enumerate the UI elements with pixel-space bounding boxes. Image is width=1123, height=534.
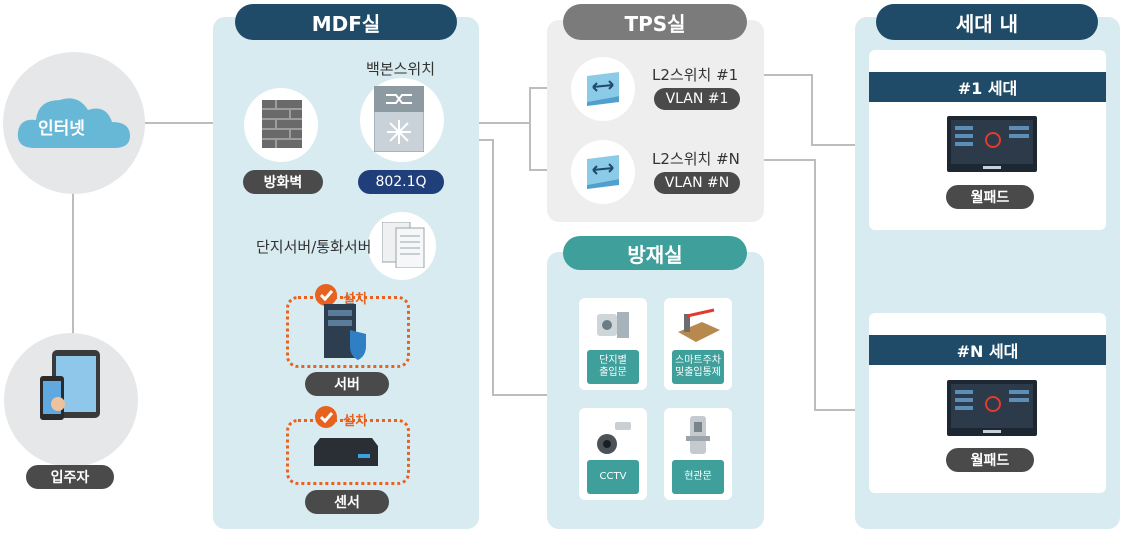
server-icon bbox=[322, 304, 368, 364]
cloud-icon bbox=[14, 90, 134, 156]
firewall-icon bbox=[262, 100, 302, 152]
disaster-tile-label: 단지별 출입문 bbox=[587, 350, 639, 384]
switch-arrows-icon bbox=[583, 153, 623, 193]
resident-label: 입주자 bbox=[26, 465, 114, 489]
tps-title: TPS실 bbox=[563, 4, 747, 40]
install-label: 설치 bbox=[343, 414, 367, 429]
disaster-room-title: 방재실 bbox=[563, 236, 747, 270]
firewall-label: 방화벽 bbox=[243, 170, 323, 194]
tablet-icon bbox=[38, 348, 108, 432]
sensor-device-icon bbox=[314, 438, 378, 472]
wallpad-n-label: 월패드 bbox=[946, 448, 1034, 472]
switch-arrows-icon bbox=[583, 70, 623, 110]
protocol-label: 802.1Q bbox=[358, 170, 444, 194]
gear-check-icon bbox=[313, 282, 339, 312]
disaster-tile-label: 스마트주차 및출입통제 bbox=[672, 350, 724, 384]
l2-switch-1-label: L2스위치 #1 bbox=[652, 66, 739, 84]
server-rack-icon bbox=[381, 221, 426, 272]
unit-1-title: #1 세대 bbox=[869, 72, 1106, 102]
wallpad-1-label: 월패드 bbox=[946, 185, 1034, 209]
wallpad-screen-icon bbox=[947, 380, 1037, 440]
disaster-tile-label: 현관문 bbox=[672, 460, 724, 494]
vlan-n-label: VLAN #N bbox=[654, 172, 740, 194]
complex-server-label: 단지서버/통화서버 bbox=[256, 238, 372, 256]
mdf-title: MDF실 bbox=[235, 4, 457, 40]
door-lock-icon bbox=[597, 312, 629, 338]
internet-label: 인터넷 bbox=[38, 119, 85, 139]
sensor-install-box bbox=[286, 419, 410, 485]
sensor-label: 센서 bbox=[305, 490, 389, 514]
cctv-icon bbox=[597, 422, 631, 454]
vlan-1-label: VLAN #1 bbox=[654, 88, 740, 110]
install-label: 설치 bbox=[343, 292, 367, 307]
parking-gate-icon bbox=[678, 308, 720, 342]
backbone-switch-label: 백본스위치 bbox=[366, 60, 436, 78]
disaster-tile: 단지별 출입문 bbox=[579, 298, 647, 390]
household-title: 세대 내 bbox=[876, 4, 1098, 40]
backbone-switch-icon bbox=[373, 85, 425, 156]
server-install-box bbox=[286, 296, 410, 368]
disaster-tile: 스마트주차 및출입통제 bbox=[664, 298, 732, 390]
disaster-tile-label: CCTV bbox=[587, 460, 639, 494]
l2-switch-n-label: L2스위치 #N bbox=[652, 150, 740, 168]
door-handle-icon bbox=[686, 416, 710, 454]
disaster-tile: CCTV bbox=[579, 408, 647, 500]
unit-n-title: #N 세대 bbox=[869, 335, 1106, 365]
server-label: 서버 bbox=[305, 372, 389, 396]
disaster-tile: 현관문 bbox=[664, 408, 732, 500]
wallpad-screen-icon bbox=[947, 116, 1037, 176]
gear-check-icon bbox=[313, 404, 339, 434]
